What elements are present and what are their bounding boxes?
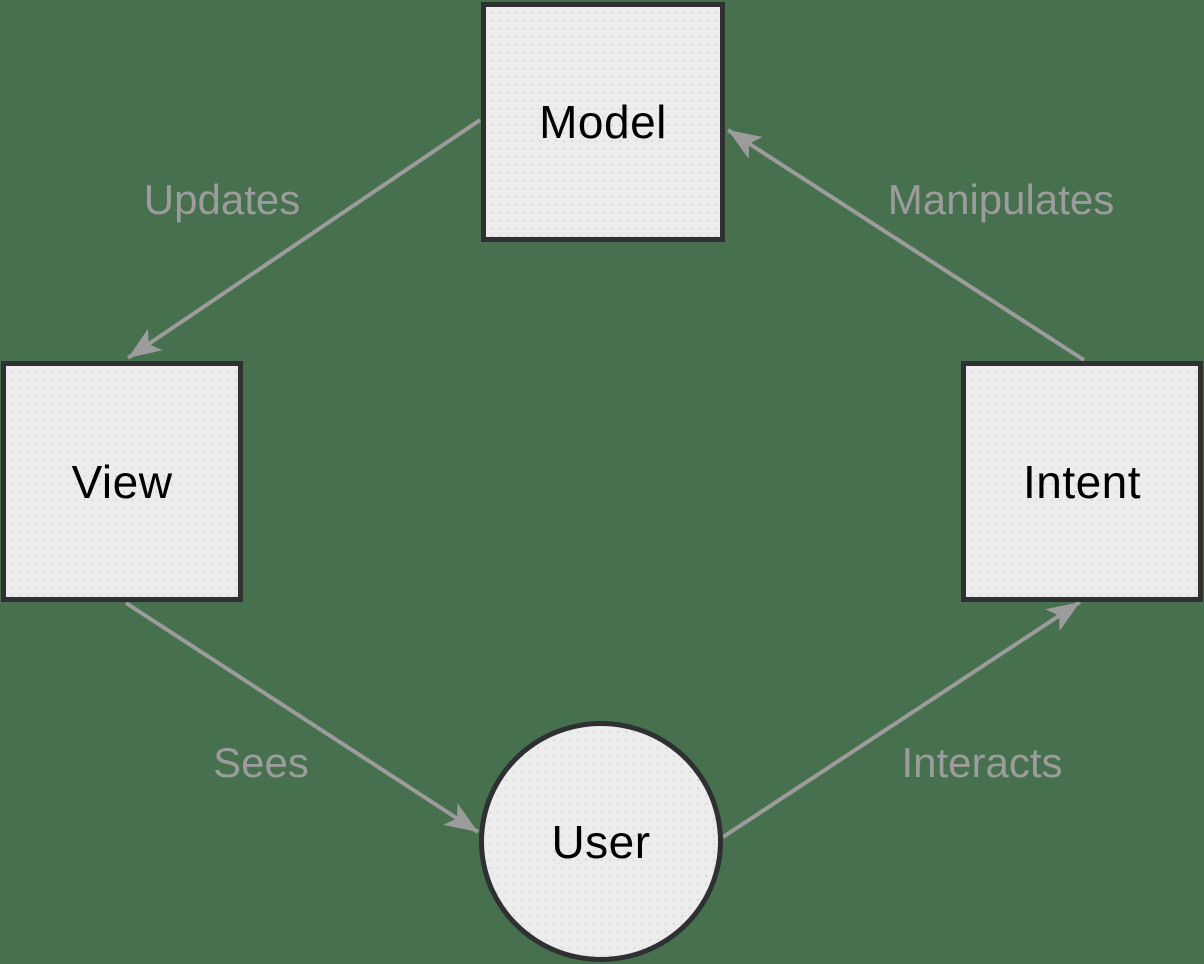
edge-label-sees: Sees xyxy=(213,739,309,786)
node-model-label: Model xyxy=(539,96,667,148)
node-intent-label: Intent xyxy=(1022,455,1142,508)
edge-label-manipulates: Manipulates xyxy=(887,176,1115,223)
edge-label-interacts: Interacts xyxy=(901,739,1063,786)
edge-user-to-intent xyxy=(721,600,1082,839)
edge-label-updates: Updates xyxy=(143,176,301,223)
node-user[interactable]: User xyxy=(479,721,723,962)
edge-view-to-user xyxy=(124,601,480,834)
node-view[interactable]: View xyxy=(1,361,243,602)
node-user-label: User xyxy=(551,815,651,868)
node-view-label: View xyxy=(71,455,173,508)
edge-model-to-view xyxy=(126,118,482,360)
node-intent[interactable]: Intent xyxy=(961,361,1203,602)
edge-intent-to-model xyxy=(726,128,1086,362)
node-model[interactable]: Model xyxy=(481,2,725,242)
